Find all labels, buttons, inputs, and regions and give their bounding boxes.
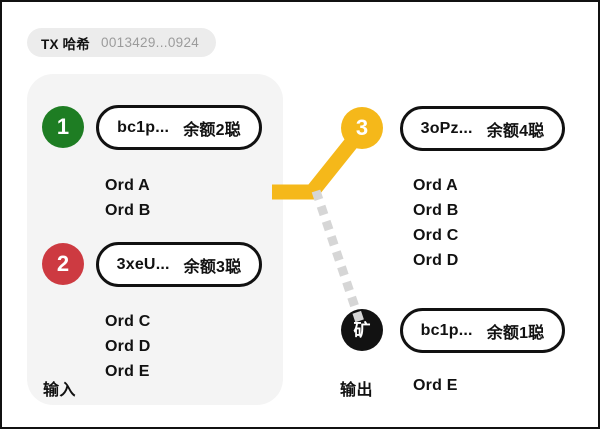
input-address-pill-1[interactable]: bc1p... 余额2聪 — [96, 105, 262, 150]
input-badge-2[interactable]: 2 — [42, 243, 84, 285]
input-address-pill-2[interactable]: 3xeU... 余额3聪 — [96, 242, 262, 287]
output-ordinals-1: Ord A Ord B Ord C Ord D — [413, 173, 458, 273]
list-item: Ord A — [105, 177, 150, 194]
list-item: Ord A — [413, 177, 458, 194]
output-amount-1: 余额4聪 — [486, 122, 545, 140]
list-item: Ord D — [105, 338, 151, 355]
list-item: Ord D — [413, 252, 459, 269]
list-item: Ord C — [105, 313, 151, 330]
list-item: Ord B — [105, 202, 151, 219]
miner-badge[interactable]: 矿 — [341, 309, 383, 351]
input-address-1: bc1p... — [117, 118, 170, 136]
input-ordinals-2: Ord C Ord D Ord E — [105, 309, 150, 384]
tx-hash-value: 0013429...0924 — [101, 35, 200, 50]
tx-hash-label: TX 哈希 — [41, 36, 91, 52]
input-address-2: 3xeU... — [116, 255, 170, 273]
input-amount-2: 余额3聪 — [183, 258, 242, 276]
output-ordinals-2: Ord E — [413, 373, 458, 398]
fee-line-to-miner — [311, 189, 365, 324]
list-item: Ord E — [105, 363, 150, 380]
tx-hash-pill[interactable]: TX 哈希 0013429...0924 — [27, 28, 217, 57]
outputs-caption: 输出 — [340, 382, 374, 399]
output-address-pill-1[interactable]: 3oPz... 余额4聪 — [400, 106, 565, 151]
output-badge-3[interactable]: 3 — [341, 107, 383, 149]
output-address-1: 3oPz... — [420, 119, 473, 137]
input-amount-1: 余额2聪 — [183, 121, 241, 139]
list-item: Ord C — [413, 227, 459, 244]
output-address-2: bc1p... — [420, 321, 473, 339]
input-ordinals-1: Ord A Ord B — [105, 173, 150, 223]
input-badge-1[interactable]: 1 — [42, 106, 84, 148]
output-address-pill-2[interactable]: bc1p... 余额1聪 — [400, 308, 565, 353]
list-item: Ord B — [413, 202, 459, 219]
list-item: Ord E — [413, 377, 458, 394]
output-amount-2: 余额1聪 — [486, 324, 545, 342]
inputs-caption: 输入 — [43, 382, 77, 399]
